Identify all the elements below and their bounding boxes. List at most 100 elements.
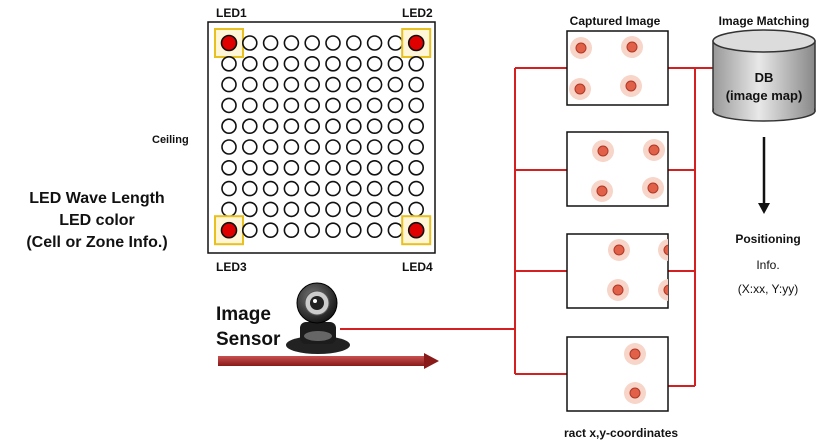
- led-cell: [387, 35, 404, 51]
- led-cell: [366, 139, 383, 155]
- led-cell: [345, 160, 362, 176]
- light-spot: [629, 387, 641, 399]
- image-sensor-label-1: Image: [216, 304, 271, 325]
- led-cell: [408, 139, 425, 155]
- image-frame: [566, 336, 669, 412]
- led-cell: [262, 76, 279, 93]
- led-cell: [387, 201, 404, 218]
- led-cell: [304, 180, 321, 197]
- light-spots: [591, 139, 665, 202]
- led-cell: [221, 160, 237, 176]
- led-cell: [387, 118, 404, 134]
- led-cell: [387, 180, 404, 197]
- led-cell: [387, 55, 404, 72]
- led-cell: [283, 160, 300, 176]
- led-cell: [262, 222, 279, 238]
- led-cell: [366, 118, 383, 134]
- led-cell: [242, 118, 258, 134]
- led-cell: [387, 97, 404, 114]
- led-cell: [242, 201, 258, 218]
- led-cell: [283, 55, 300, 72]
- led-cell: [325, 97, 341, 114]
- led-cell: [304, 222, 321, 238]
- led-cell: [283, 97, 300, 114]
- connection-lines: [340, 67, 713, 387]
- led-cell: [304, 35, 321, 51]
- led-cell: [366, 55, 383, 72]
- movement-arrow: [218, 353, 439, 369]
- light-spot: [629, 348, 641, 360]
- led4-light: [407, 221, 425, 239]
- led-cell: [262, 55, 279, 72]
- led-wavelength-text: LED Wave Length: [29, 190, 164, 207]
- light-spot: [663, 244, 668, 256]
- led-cell: [325, 55, 341, 72]
- image-matching-label: Image Matching: [719, 14, 810, 28]
- led-cell: [221, 201, 237, 218]
- led-cell: [242, 55, 258, 72]
- led-cell: [408, 160, 425, 176]
- led-cell: [387, 160, 404, 176]
- led-cell: [408, 180, 425, 197]
- light-spot: [596, 185, 608, 197]
- light-spot: [575, 42, 587, 54]
- led-cell: [408, 76, 425, 93]
- led-cell: [242, 160, 258, 176]
- led-cell: [262, 180, 279, 197]
- led-cell: [345, 35, 362, 51]
- light-spot-halo: [658, 279, 668, 301]
- led-cell: [325, 35, 341, 51]
- led-cell: [262, 160, 279, 176]
- led-color-text: LED color: [59, 212, 135, 229]
- led-cell: [283, 118, 300, 134]
- led-cell: [221, 76, 237, 93]
- led-cell: [387, 76, 404, 93]
- led-cell: [283, 201, 300, 218]
- led-cell: [262, 97, 279, 114]
- led-cell: [262, 139, 279, 155]
- led-cell: [262, 35, 279, 51]
- led-cell: [408, 55, 425, 72]
- led-cell: [283, 35, 300, 51]
- positioning-info-label: Info.: [756, 258, 779, 272]
- led1-light: [220, 34, 238, 52]
- led-cell: [325, 201, 341, 218]
- led-cell: [345, 76, 362, 93]
- led-cell: [345, 55, 362, 72]
- led-cell: [242, 139, 258, 155]
- led-cell: [325, 139, 341, 155]
- captured-image-1: [566, 30, 669, 106]
- led-cell: [262, 201, 279, 218]
- led-cell: [325, 222, 341, 238]
- led-cell: [345, 222, 362, 238]
- led-cell: [221, 97, 237, 114]
- led-cell: [304, 97, 321, 114]
- light-spot: [612, 284, 624, 296]
- led-cell: [366, 201, 383, 218]
- led-cell: [221, 180, 237, 197]
- led-cell: [262, 118, 279, 134]
- led-cell: [366, 97, 383, 114]
- led3-light: [220, 221, 238, 239]
- led-cell: [304, 55, 321, 72]
- led-cell: [345, 97, 362, 114]
- led-cell: [304, 160, 321, 176]
- led-cell: [221, 55, 237, 72]
- led-cell: [366, 222, 383, 238]
- led2-light: [407, 34, 425, 52]
- positioning-coords-label: (X:xx, Y:yy): [738, 282, 798, 296]
- led-cell: [366, 35, 383, 51]
- led-cell: [283, 180, 300, 197]
- led-cell: [283, 139, 300, 155]
- led-cell: [387, 139, 404, 155]
- led-cell: [304, 139, 321, 155]
- cell-zone-info-text: (Cell or Zone Info.): [26, 234, 167, 251]
- light-spot: [663, 284, 668, 296]
- led-cell: [345, 201, 362, 218]
- led-cell: [304, 201, 321, 218]
- light-spots: [607, 239, 668, 301]
- led-cell: [325, 180, 341, 197]
- database-cylinder-icon: [712, 29, 816, 122]
- led-cell: [408, 201, 425, 218]
